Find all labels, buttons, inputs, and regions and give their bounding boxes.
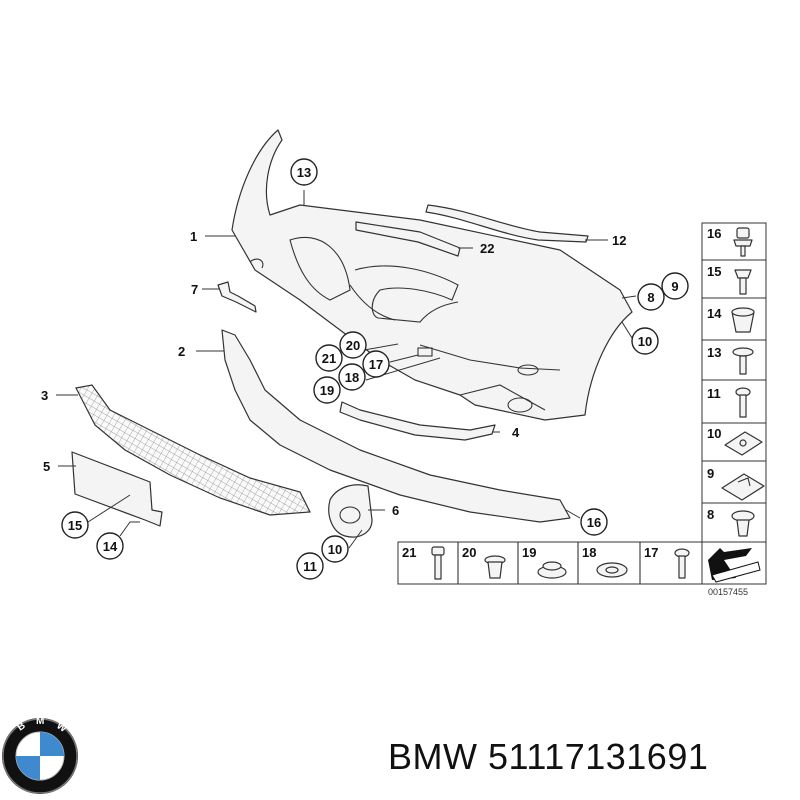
svg-text:8: 8 [647, 290, 654, 305]
hardware-row: 21 20 19 18 17 [397, 541, 703, 585]
screw-clip-icon [734, 269, 752, 295]
hw-label-21: 21 [402, 545, 416, 560]
svg-text:15: 15 [68, 518, 82, 533]
callout-14: 14 [96, 532, 124, 560]
strip-part-12 [425, 204, 589, 243]
svg-text:13: 13 [297, 165, 311, 180]
callout-10-upper: 10 [631, 327, 659, 355]
callout-20: 20 [339, 331, 367, 359]
label-2: 2 [178, 344, 185, 359]
reference-number: 00157455 [708, 587, 748, 597]
washer-icon [596, 562, 628, 578]
svg-text:18: 18 [345, 370, 359, 385]
sleeve-icon [484, 555, 506, 579]
bmw-logo-icon: B M W [2, 716, 78, 794]
svg-text:14: 14 [103, 539, 118, 554]
grommet-icon [731, 307, 755, 333]
bracket-part-22 [355, 221, 461, 257]
callout-8: 8 [637, 283, 665, 311]
hw-label-17: 17 [644, 545, 658, 560]
callout-21: 21 [315, 344, 343, 372]
callout-16: 16 [580, 508, 608, 536]
cap-icon [537, 561, 567, 579]
hw-label-18: 18 [582, 545, 596, 560]
label-22: 22 [480, 241, 494, 256]
hw-label-14: 14 [707, 306, 722, 321]
svg-text:10: 10 [328, 542, 342, 557]
svg-text:17: 17 [369, 357, 383, 372]
svg-text:19: 19 [320, 383, 334, 398]
callout-11: 11 [296, 552, 324, 580]
hw-label-19: 19 [522, 545, 536, 560]
svg-text:11: 11 [303, 559, 317, 574]
trim-part-4 [339, 401, 496, 441]
label-6: 6 [392, 503, 399, 518]
svg-text:20: 20 [346, 338, 360, 353]
hw-label-9: 9 [707, 466, 714, 481]
spring-nut-icon [721, 473, 765, 501]
svg-text:10: 10 [638, 334, 652, 349]
callout-17: 17 [362, 350, 390, 378]
self-tapping-screw-icon [674, 548, 690, 579]
hw-label-15: 15 [707, 264, 721, 279]
screw-icon [735, 387, 751, 418]
label-1: 1 [190, 229, 197, 244]
hw-label-20: 20 [462, 545, 476, 560]
brand-part-number-caption: BMW 51117131691 [388, 736, 709, 777]
label-7: 7 [191, 282, 198, 297]
label-3: 3 [41, 388, 48, 403]
callout-9: 9 [661, 272, 689, 300]
hw-label-16: 16 [707, 226, 721, 241]
svg-text:16: 16 [587, 515, 601, 530]
fog-cover-part-6 [328, 484, 373, 538]
hardware-column: 16 15 14 13 11 10 9 8 [701, 222, 767, 585]
callout-10-lower: 10 [321, 535, 349, 563]
plain-labels: 1 2 3 4 5 6 7 12 22 [41, 229, 626, 518]
push-rivet-icon [733, 227, 753, 257]
callout-19: 19 [313, 376, 341, 404]
arrow-icon [708, 548, 761, 583]
callout-15: 15 [61, 511, 89, 539]
flange-screw-icon [732, 347, 754, 375]
hw-label-11: 11 [707, 386, 721, 401]
expanding-rivet-icon [731, 510, 755, 537]
callout-18: 18 [338, 363, 366, 391]
bolt-icon [431, 546, 445, 580]
callout-13: 13 [290, 158, 318, 186]
spoiler-part-2 [221, 329, 571, 523]
hw-label-13: 13 [707, 345, 721, 360]
bracket-part-7 [217, 281, 257, 313]
hw-label-10: 10 [707, 426, 721, 441]
clip-nut-icon [724, 431, 763, 456]
plate-bracket-part-5 [71, 451, 163, 527]
svg-text:M: M [36, 716, 44, 727]
label-12: 12 [612, 233, 626, 248]
grille-part-3 [75, 384, 311, 516]
svg-text:21: 21 [322, 351, 336, 366]
label-5: 5 [43, 459, 50, 474]
label-4: 4 [512, 425, 520, 440]
hw-label-8: 8 [707, 507, 714, 522]
bumper-cover-part [231, 129, 633, 421]
svg-text:9: 9 [671, 279, 678, 294]
